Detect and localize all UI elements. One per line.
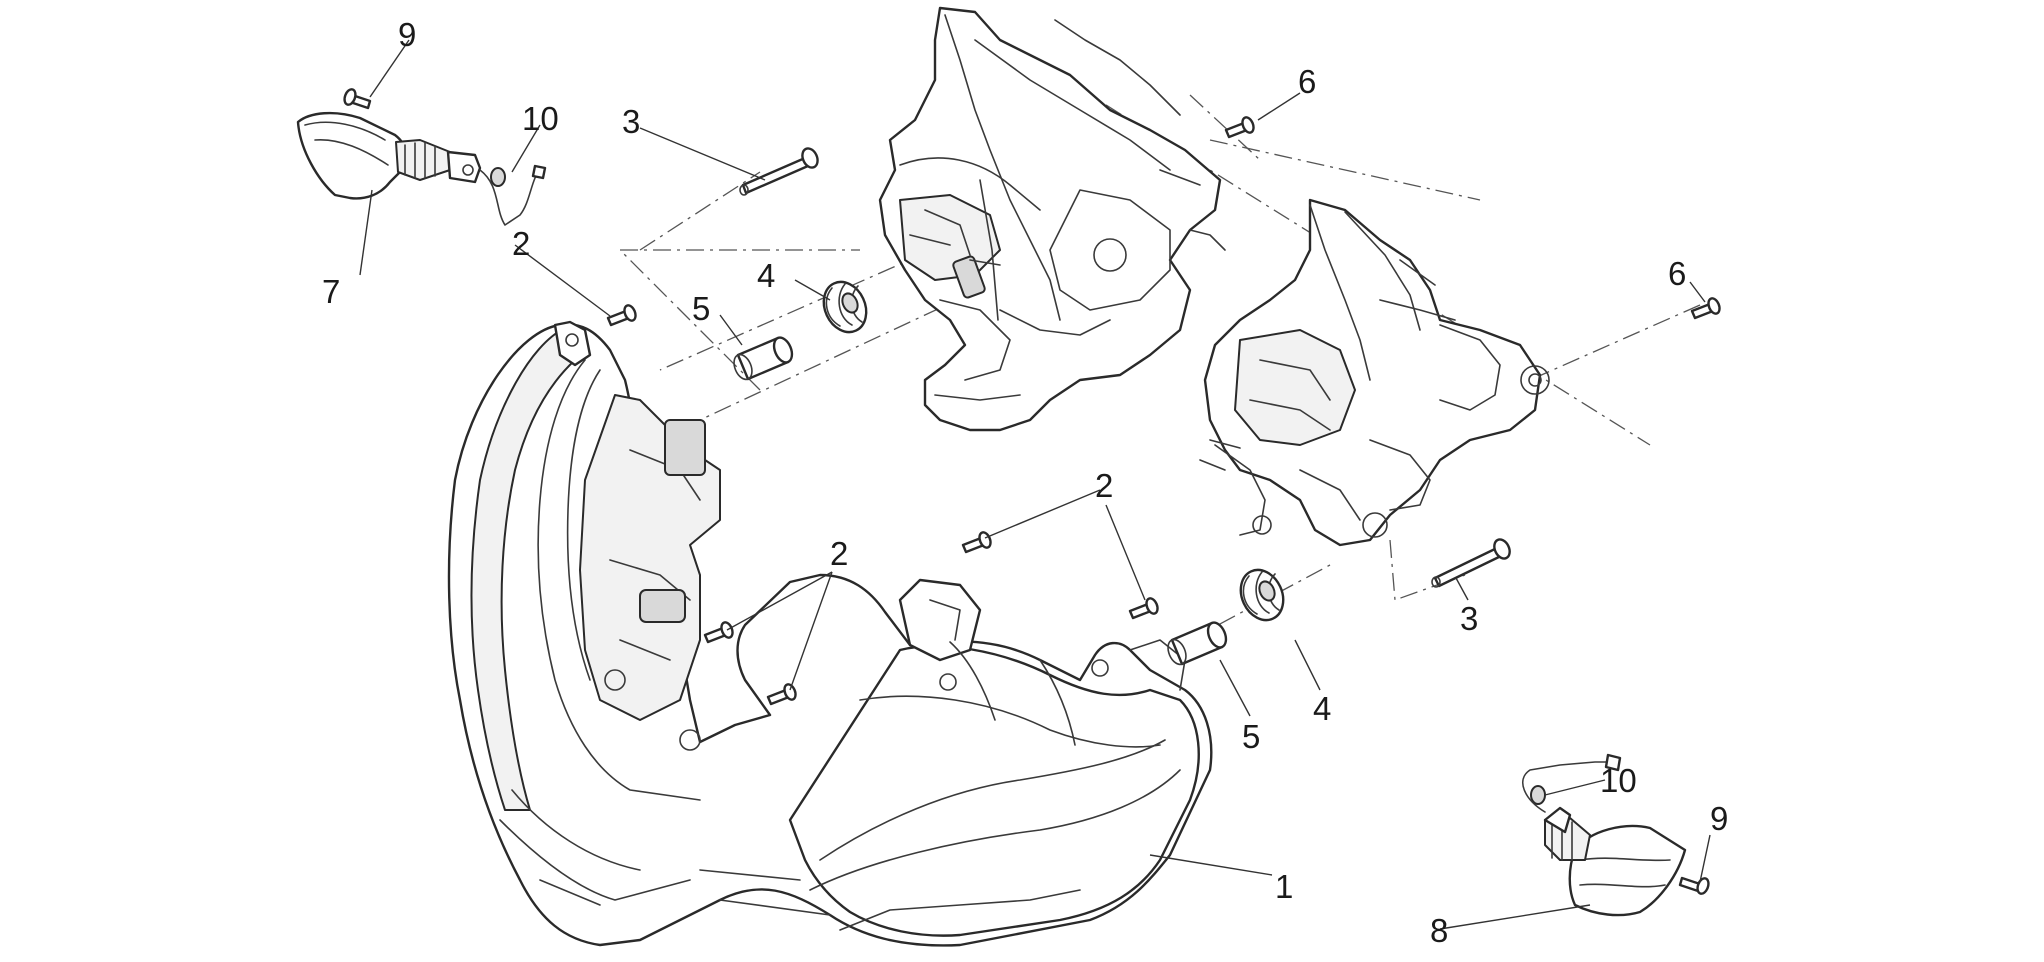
screw-9-left bbox=[343, 88, 372, 110]
screw-9-right bbox=[1678, 876, 1710, 895]
callout-1: 1 bbox=[1275, 868, 1293, 905]
headlight-support-bracket-left bbox=[878, 6, 1226, 432]
callout-3-lower: 3 bbox=[1460, 600, 1478, 637]
rubber-grommet-upper bbox=[822, 280, 868, 334]
callout-4-lower: 4 bbox=[1313, 690, 1331, 727]
rubber-grommet-lower bbox=[1239, 568, 1285, 622]
screw-2-upper-left bbox=[606, 304, 637, 327]
callout-5-upper: 5 bbox=[692, 290, 710, 327]
leader-lines bbox=[359, 39, 1711, 930]
callout-3-upper: 3 bbox=[622, 103, 640, 140]
callout-9-left: 9 bbox=[398, 16, 416, 53]
headlight-support-bracket-right bbox=[1199, 198, 1550, 547]
callout-2-upper-left: 2 bbox=[512, 225, 530, 262]
screw-6-upper bbox=[1224, 116, 1255, 139]
turn-signal-right bbox=[1522, 753, 1687, 917]
callout-7: 7 bbox=[322, 273, 340, 310]
callout-5-lower: 5 bbox=[1242, 718, 1260, 755]
callout-10-right: 10 bbox=[1600, 762, 1637, 799]
callout-10-left: 10 bbox=[522, 100, 559, 137]
callout-6-upper: 6 bbox=[1298, 63, 1316, 100]
screw-2-right bbox=[1128, 597, 1159, 620]
screw-6-right bbox=[1690, 297, 1721, 320]
callout-labels: 9 10 7 2 3 4 5 6 6 2 2 3 4 5 1 10 9 8 bbox=[322, 16, 1728, 949]
spacer-bushing-upper bbox=[733, 336, 794, 381]
headlight-assembly bbox=[447, 320, 1213, 947]
turn-signal-left bbox=[296, 111, 547, 226]
callout-8: 8 bbox=[1430, 912, 1448, 949]
callout-4-upper: 4 bbox=[757, 257, 775, 294]
mounting-pin-upper bbox=[739, 147, 819, 196]
callout-9-right: 9 bbox=[1710, 800, 1728, 837]
screw-2-lower-b bbox=[766, 683, 797, 706]
mounting-pin-lower bbox=[1431, 538, 1511, 588]
callout-2-lower: 2 bbox=[830, 535, 848, 572]
spacer-bushing-lower bbox=[1167, 621, 1228, 666]
callout-6-right: 6 bbox=[1668, 255, 1686, 292]
callout-2-middle: 2 bbox=[1095, 467, 1113, 504]
